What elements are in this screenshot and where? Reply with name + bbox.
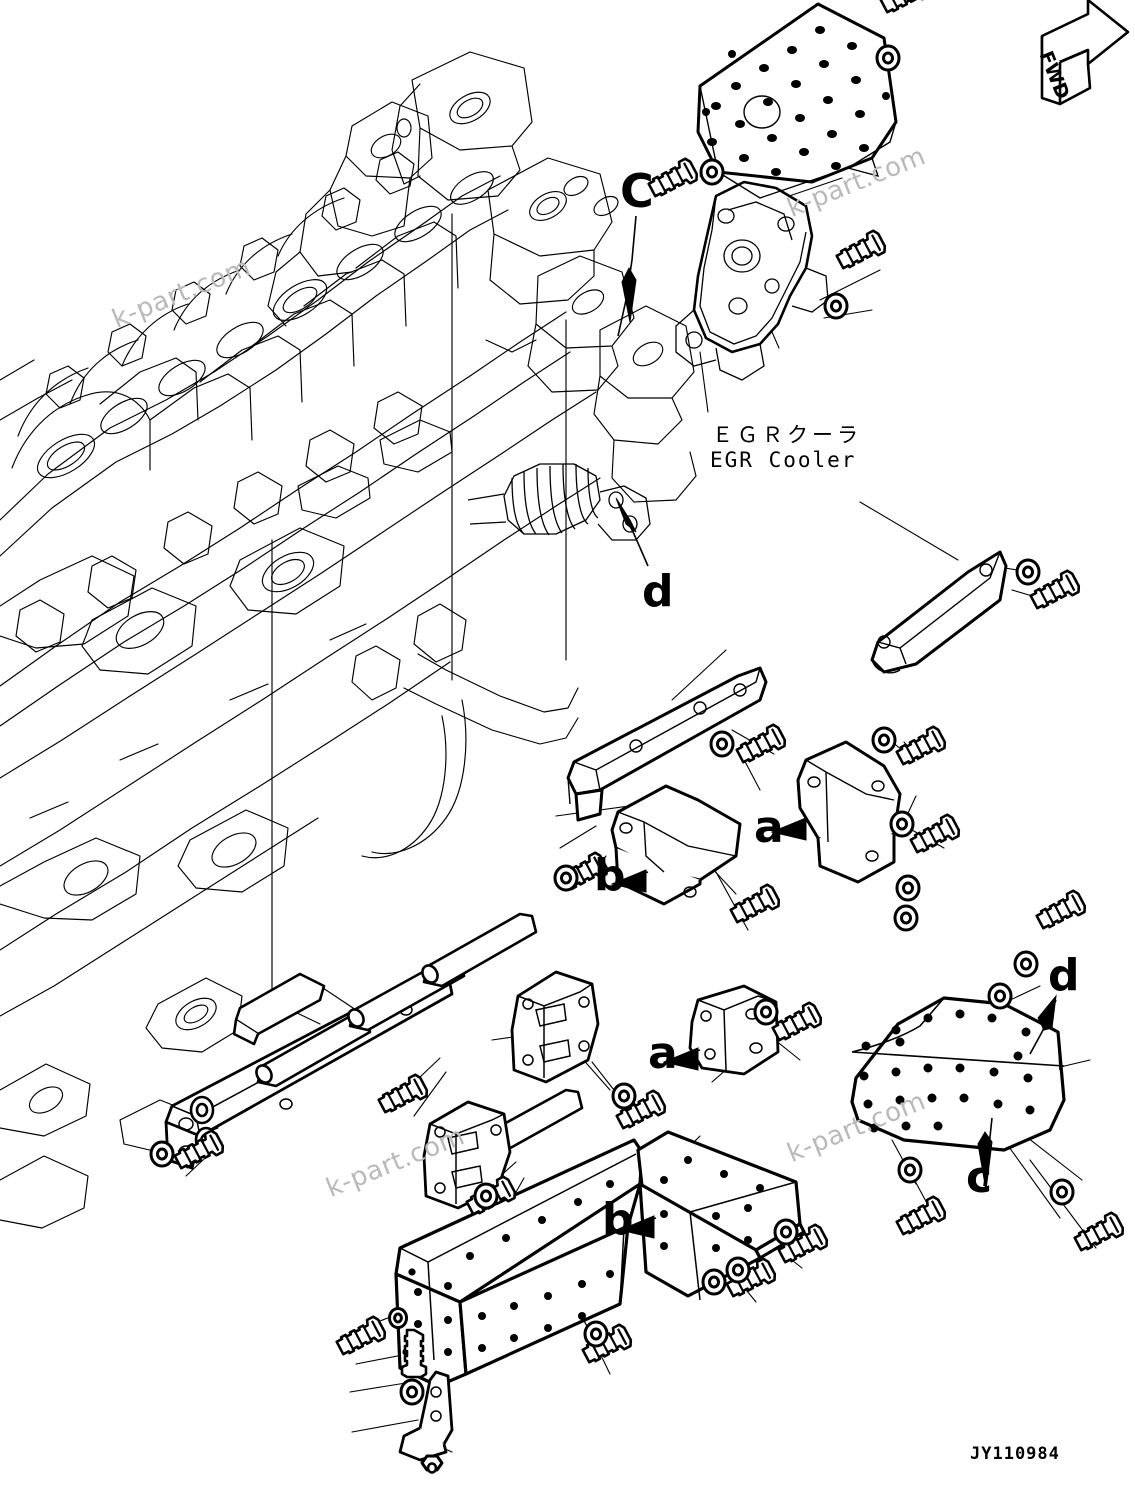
part-label-english: EGR Cooler bbox=[710, 448, 857, 472]
callout-d-lower: d bbox=[1048, 950, 1080, 1001]
part-label-japanese: ＥＧＲクーラ bbox=[712, 423, 862, 447]
callout-c-upper: C bbox=[620, 164, 654, 218]
callout-a-lower: a bbox=[648, 1028, 678, 1079]
drawing-number: JY110984 bbox=[970, 1444, 1060, 1464]
callout-b-lower: b bbox=[602, 1194, 634, 1245]
callout-c-lower: c bbox=[966, 1152, 993, 1203]
callout-d-upper: d bbox=[642, 566, 674, 617]
callout-b-middle: b bbox=[594, 850, 626, 901]
callout-a-middle: a bbox=[754, 802, 784, 853]
